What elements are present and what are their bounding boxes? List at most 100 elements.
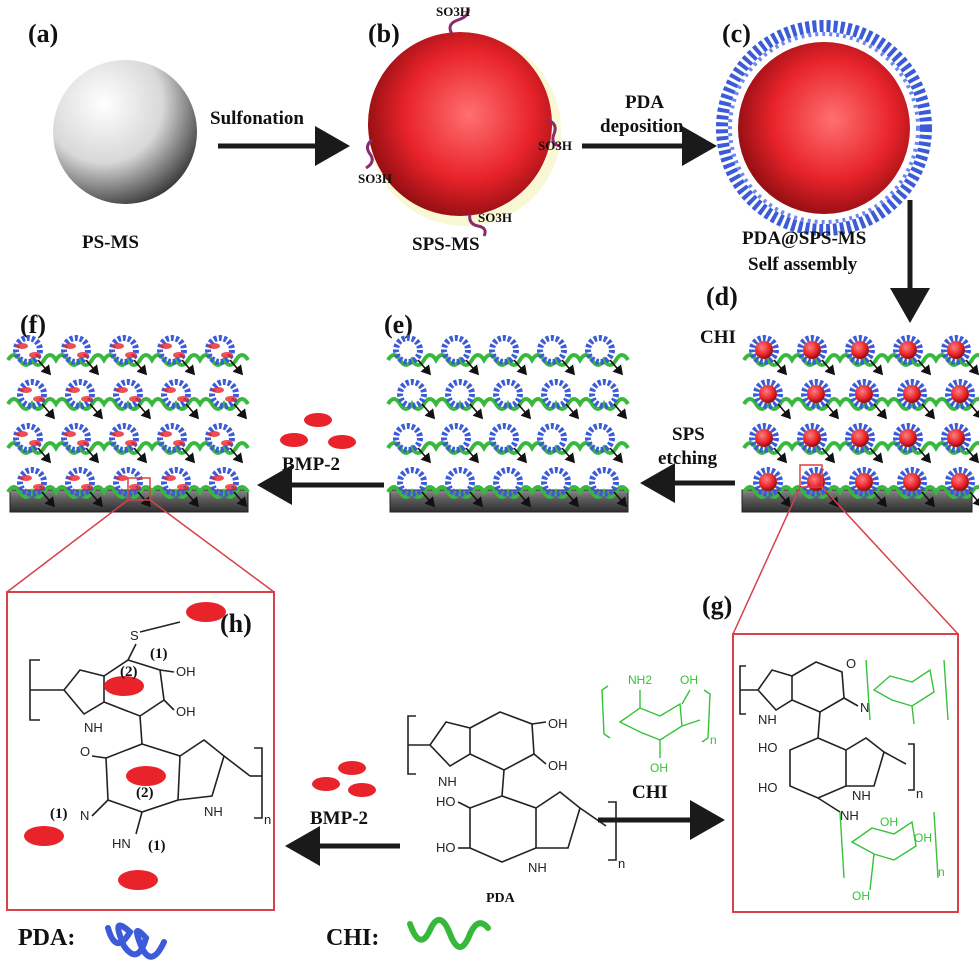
- sps-ms-label: SPS-MS: [412, 234, 480, 255]
- pda-shell: [801, 379, 831, 409]
- sps-ms-sphere: [368, 32, 561, 226]
- bmp2-dot: [221, 352, 233, 358]
- pda-shell: [845, 423, 875, 453]
- sps-core: [755, 429, 773, 447]
- pda-shell: [801, 467, 831, 497]
- bmp2-dot: [164, 387, 176, 393]
- sulfonate-chain-bottom: [468, 213, 487, 237]
- g-nh-3: NH: [840, 808, 859, 823]
- pda-shell: [157, 423, 187, 453]
- sulfonate-chain-right: [547, 118, 561, 148]
- panel-label-a: (a): [28, 19, 58, 48]
- bmp2-dot: [225, 484, 237, 490]
- pda-sps-ms-sphere: [716, 20, 932, 236]
- sps-core: [759, 385, 777, 403]
- sps-core: [759, 473, 777, 491]
- covalent-link: [873, 491, 888, 508]
- panel-label-e: (e): [384, 310, 413, 339]
- bmp2-dot: [29, 352, 41, 358]
- panel-label-c: (c): [722, 19, 751, 48]
- pda-shell: [941, 335, 971, 365]
- g-chi-sub-n: n: [938, 865, 945, 879]
- covalent-link: [181, 447, 196, 464]
- legend-pda-swatch: [105, 922, 167, 960]
- zoom-marker-d: [799, 464, 823, 488]
- g-n-label: N: [860, 700, 869, 715]
- bmp2-dot: [177, 484, 189, 490]
- bmp2-dot: [173, 440, 185, 446]
- covalent-link: [613, 403, 628, 420]
- bmp2-molecules-bottom: [312, 761, 376, 797]
- pda-shell: [157, 335, 187, 365]
- pda-shell: [585, 423, 615, 453]
- zoom-marker-f: [127, 477, 151, 501]
- bmp2-dot: [68, 475, 80, 481]
- pda-shell: [753, 467, 783, 497]
- covalent-link: [777, 403, 792, 420]
- zoom-box-g: [732, 633, 959, 913]
- panel-label-f: (f): [20, 310, 46, 339]
- sps-core: [755, 341, 773, 359]
- bind-site-label-1b: (1): [50, 806, 68, 822]
- covalent-link: [469, 491, 484, 508]
- so3h-label-left: SO3H: [358, 171, 392, 186]
- bmp2-dot: [208, 431, 220, 437]
- covalent-link: [133, 447, 148, 464]
- bmp2-dot: [68, 387, 80, 393]
- hn-label-h: HN: [112, 836, 131, 851]
- pda-name-label: PDA: [486, 891, 516, 906]
- chi-sub-n: n: [710, 733, 717, 747]
- pda-shell: [541, 379, 571, 409]
- pda-shell: [749, 423, 779, 453]
- pda-shell: [941, 423, 971, 453]
- panel-label-g: (g): [702, 591, 732, 620]
- bmp2-dot: [125, 352, 137, 358]
- bind-site-label-1a: (1): [150, 646, 168, 662]
- covalent-link: [513, 359, 528, 376]
- covalent-link: [965, 359, 979, 376]
- sps-core: [851, 429, 869, 447]
- pda-sub-n: n: [618, 856, 625, 871]
- covalent-link: [921, 491, 936, 508]
- covalent-link: [517, 491, 532, 508]
- sulfur-atom-label: S: [130, 628, 139, 643]
- g-chi-oh-2: OH: [914, 831, 932, 845]
- panel-label-b: (b): [368, 19, 400, 48]
- chi-chain: [6, 397, 250, 411]
- pda-shell: [113, 379, 143, 409]
- g-chi-oh-3: OH: [852, 889, 870, 903]
- pda-shell: [393, 423, 423, 453]
- pda-bmp2-structure: S OH OH NH O NH n N HN (1) (2) (2) (1) (…: [24, 602, 271, 890]
- bmp2-dot: [64, 343, 76, 349]
- pda-shell: [849, 379, 879, 409]
- bmp2-dot: [29, 440, 41, 446]
- bmp2-dot: [160, 431, 172, 437]
- covalent-link: [773, 359, 788, 376]
- covalent-link: [37, 359, 52, 376]
- bmp2-dot: [116, 475, 128, 481]
- covalent-link: [41, 403, 56, 420]
- chi-chain: [742, 485, 979, 499]
- pda-ho-1: HO: [436, 794, 456, 809]
- sps-core: [903, 473, 921, 491]
- pda-sps-ms-label: PDA@SPS-MS: [742, 228, 866, 249]
- bmp2-dot: [164, 475, 176, 481]
- pda-chi-structure: O NH N HO HO NH n NH OH OH OH n: [739, 656, 949, 903]
- bmp2-dot: [221, 440, 233, 446]
- covalent-link: [41, 491, 56, 508]
- sps-core: [899, 341, 917, 359]
- covalent-link: [417, 447, 432, 464]
- covalent-link: [37, 447, 52, 464]
- legend-pda-label: PDA:: [18, 925, 75, 951]
- bmp2-dot: [112, 431, 124, 437]
- pda-ho-2: HO: [436, 840, 456, 855]
- sulfonate-chain-left: [365, 138, 374, 170]
- bmp2-molecules-top: [280, 413, 356, 449]
- covalent-link: [517, 403, 532, 420]
- covalent-link: [137, 403, 152, 420]
- chi-oh-label: OH: [680, 673, 698, 687]
- pda-shell: [537, 335, 567, 365]
- covalent-link: [609, 359, 624, 376]
- pda-shell: [493, 467, 523, 497]
